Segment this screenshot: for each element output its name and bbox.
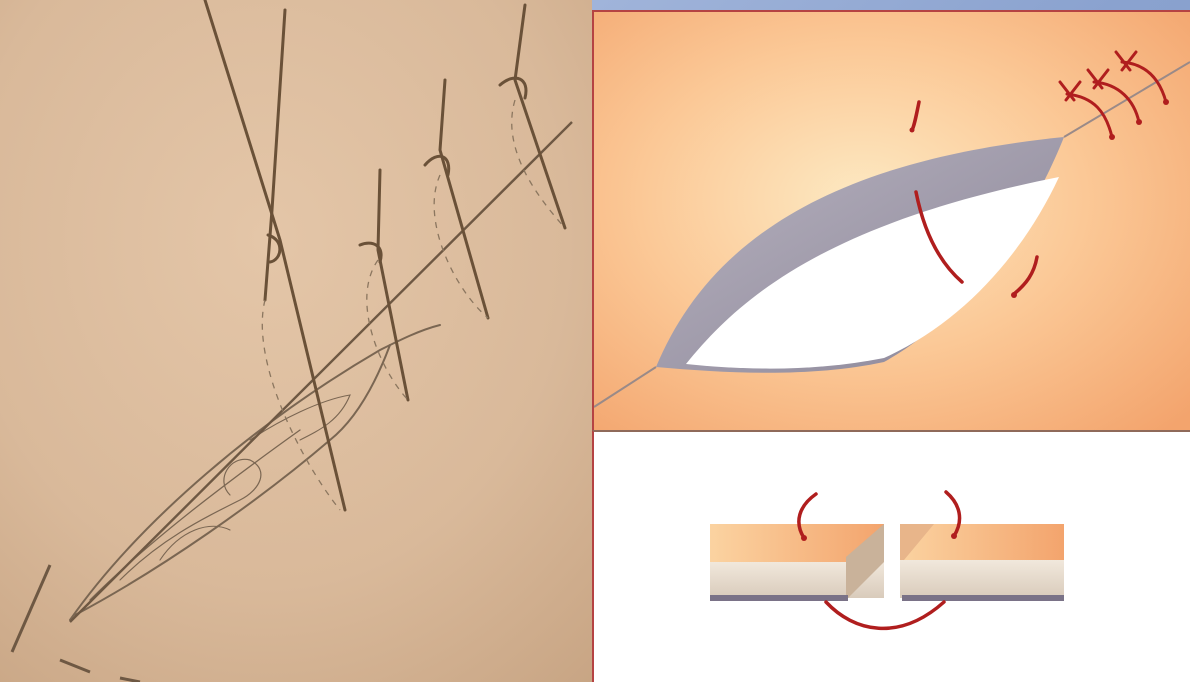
suture-loop-under xyxy=(826,602,944,628)
cross-section-illustration xyxy=(594,432,1190,682)
sketch-drawing xyxy=(0,0,592,682)
wound-illustration xyxy=(594,12,1190,430)
skin-block-left xyxy=(710,524,884,601)
wound-illustration-panel xyxy=(592,10,1190,430)
paper-background xyxy=(0,0,592,682)
sketch-photo-panel xyxy=(0,0,592,682)
cross-section-panel xyxy=(592,430,1190,682)
skin-block-right xyxy=(900,524,1064,601)
